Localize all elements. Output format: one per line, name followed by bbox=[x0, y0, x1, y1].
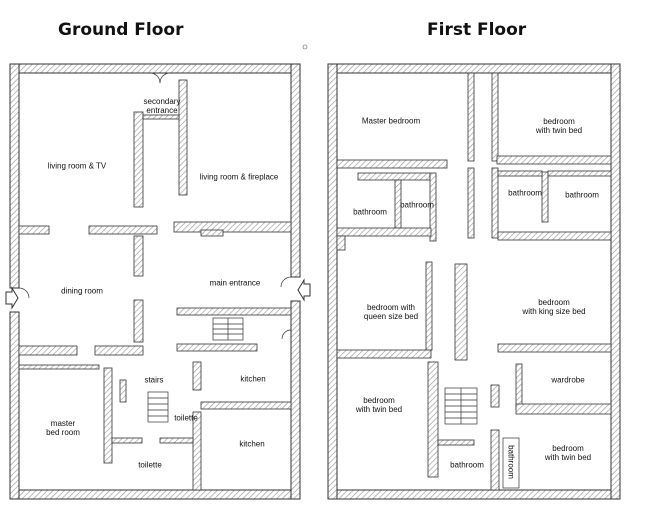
room-label-kitchen-2: kitchen bbox=[239, 439, 265, 449]
room-label-bathroom-4: bathroom bbox=[353, 207, 387, 217]
ground-floor-plan bbox=[5, 44, 311, 500]
ground-outer-walls bbox=[9, 63, 301, 500]
room-label-master-bedroom: Master bedroom bbox=[361, 116, 421, 126]
room-label-bedroom-king: bedroom with king size bed bbox=[522, 298, 586, 316]
room-label-bathroom-1: bathroom bbox=[508, 188, 542, 198]
west-entrance-arrow-icon bbox=[5, 286, 19, 310]
first-bathroom-narrow bbox=[502, 437, 520, 489]
room-label-bathroom-6: bathroom bbox=[506, 445, 516, 479]
room-label-secondary-entrance: secondary entrance bbox=[143, 97, 181, 115]
room-label-bedroom-twin-2: bedroom with twin bed bbox=[355, 396, 403, 414]
room-label-toilette-2: toilette bbox=[138, 460, 162, 470]
room-label-bathroom-2: bathroom bbox=[565, 190, 599, 200]
room-label-main-entrance: main entrance bbox=[209, 278, 261, 288]
ground-floor-title: Ground Floor bbox=[58, 20, 184, 40]
ground-interior-walls bbox=[18, 79, 292, 491]
room-label-bedroom-twin-1: bedroom with twin bed bbox=[535, 117, 583, 135]
room-label-living-room-fireplace: living room & fireplace bbox=[199, 172, 279, 182]
ground-stairs bbox=[147, 317, 244, 423]
room-label-bedroom-queen: bedroom with queen size bed bbox=[363, 303, 419, 321]
room-label-bedroom-twin-3: bedroom with twin bed bbox=[544, 444, 592, 462]
room-label-stairs: stairs bbox=[144, 375, 164, 385]
first-stairs bbox=[444, 387, 478, 425]
room-label-master-bed-room: master bed room bbox=[46, 419, 80, 437]
room-label-bathroom-3: bathroom bbox=[400, 200, 434, 210]
first-floor-plan bbox=[327, 63, 621, 500]
room-label-dining-room: dining room bbox=[61, 286, 103, 296]
room-label-kitchen-1: kitchen bbox=[240, 374, 266, 384]
east-entrance-arrow-icon bbox=[297, 278, 311, 302]
room-label-bathroom-5: bathroom bbox=[450, 460, 484, 470]
room-label-toilette-1: toilette bbox=[174, 413, 198, 423]
ground-doors bbox=[18, 72, 292, 340]
first-floor-title: First Floor bbox=[427, 20, 527, 40]
room-label-wardrobe: wardrobe bbox=[551, 375, 585, 385]
room-label-living-room-tv: living room & TV bbox=[47, 161, 107, 171]
ground-marker-icon bbox=[302, 44, 308, 50]
first-interior-walls bbox=[336, 72, 612, 491]
